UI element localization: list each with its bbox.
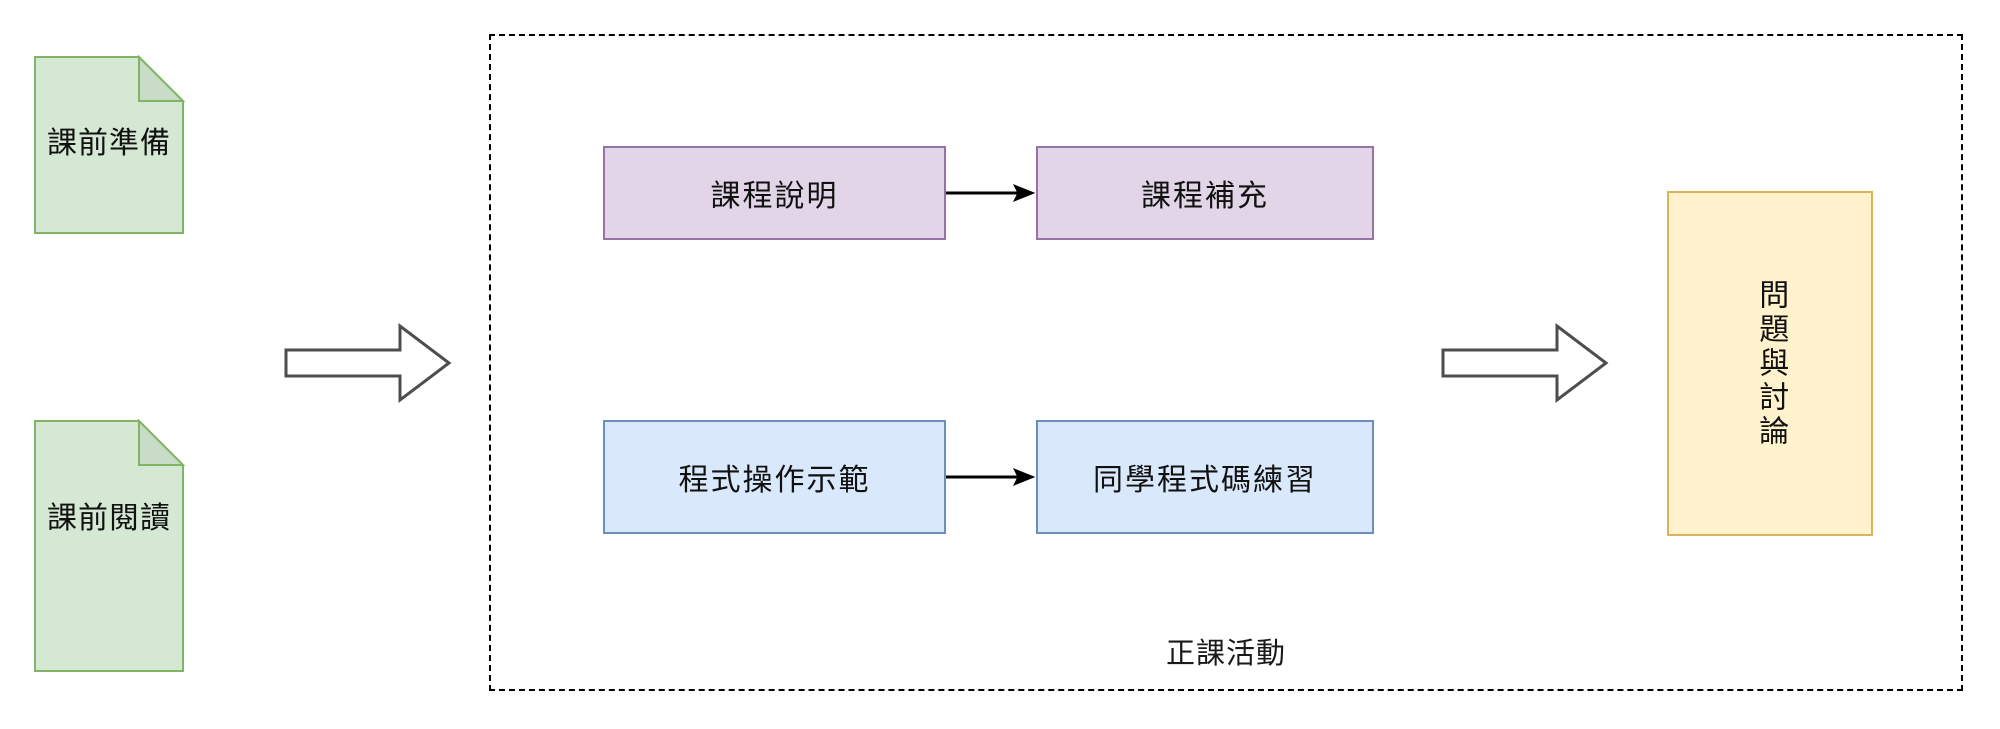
outcome-box-label-question-discussion: 問題與討論 — [1754, 278, 1788, 449]
connector-demo-to-practice — [946, 462, 1036, 492]
connector-explain-to-supplement — [946, 178, 1036, 208]
process-box-label-student-practice: 同學程式碼練習 — [1093, 464, 1317, 497]
document-shape-icon — [34, 418, 186, 672]
document-node-pre-prep[interactable]: 課前準備 — [34, 54, 186, 234]
process-box-label-code-demo: 程式操作示範 — [678, 464, 871, 497]
flow-arrow-right-icon — [1440, 322, 1610, 404]
outcome-box-question-discussion[interactable]: 問題與討論 — [1667, 191, 1873, 536]
process-box-label-course-explain: 課程說明 — [710, 180, 839, 213]
document-node-pre-read[interactable]: 課前閱讀 — [34, 418, 186, 672]
process-box-label-course-supplement: 課程補充 — [1141, 180, 1269, 213]
class-activity-group-label: 正課活動 — [1165, 638, 1286, 670]
document-shape-icon — [34, 54, 186, 234]
flow-arrow-left-icon — [283, 322, 453, 404]
class-activity-group-container — [489, 34, 1963, 691]
process-box-code-demo[interactable]: 程式操作示範 — [603, 420, 946, 534]
process-box-course-explain[interactable]: 課程說明 — [603, 146, 946, 240]
process-box-student-practice[interactable]: 同學程式碼練習 — [1036, 420, 1374, 534]
process-box-course-supplement[interactable]: 課程補充 — [1036, 146, 1374, 240]
